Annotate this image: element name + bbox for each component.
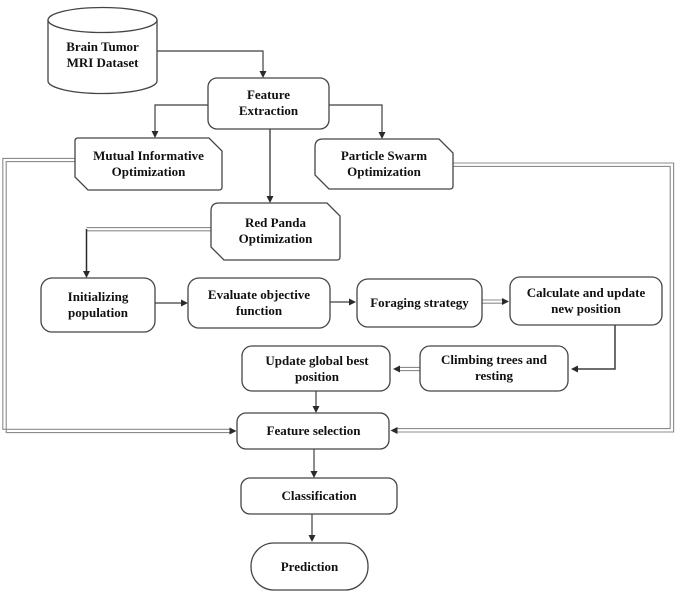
connector-calculate-to-climbing (573, 325, 616, 370)
connector-pso-to-feature-selection-inner (397, 165, 671, 430)
connector-mutual-to-feature-selection-inner (5, 161, 230, 434)
foraging-strategy-box (356, 278, 483, 328)
arrowhead-into-foraging (349, 298, 356, 306)
classification-box (240, 477, 398, 515)
connector-feature-extraction-to-mutual (154, 104, 208, 136)
dataset-cylinder-shape (47, 19, 158, 95)
mutual-informative-box (74, 137, 223, 191)
arrowhead-into-evaluate (181, 299, 188, 307)
red-panda-box (210, 202, 341, 261)
prediction-box (250, 542, 369, 591)
arrowhead-into-red-panda (266, 196, 274, 203)
arrowhead-into-calculate (502, 298, 509, 305)
feature-selection-box (236, 412, 390, 450)
particle-swarm-box (314, 138, 454, 190)
calculate-update-box (509, 276, 663, 326)
arrowhead-into-pso (378, 132, 386, 139)
update-global-best-box (241, 345, 391, 392)
arrowhead-into-feature-selection-right (390, 427, 398, 434)
connector-dataset-to-feature-extraction (157, 50, 264, 76)
arrowhead-into-feature-selection-left (229, 427, 237, 435)
arrowhead-into-climbing (571, 365, 578, 373)
arrowhead-into-init (83, 271, 90, 278)
arrowhead-into-update (393, 365, 400, 373)
connector-mutual-to-feature-selection-outer (2, 157, 230, 430)
arrowhead-into-mutual (151, 131, 159, 138)
initializing-population-box (40, 277, 156, 333)
arrowhead-into-feature-extraction (259, 71, 267, 78)
arrowhead-into-prediction (308, 535, 316, 542)
arrowhead-into-feature-selection-top (312, 406, 320, 413)
feature-extraction-box (207, 77, 330, 130)
dataset-cylinder-top (47, 6, 158, 34)
connector-feature-extraction-to-pso (329, 104, 383, 137)
evaluate-objective-box (187, 277, 331, 329)
climbing-trees-box (419, 345, 569, 392)
arrowhead-into-classification (310, 471, 318, 478)
connector-pso-to-feature-selection-outer (397, 162, 675, 433)
